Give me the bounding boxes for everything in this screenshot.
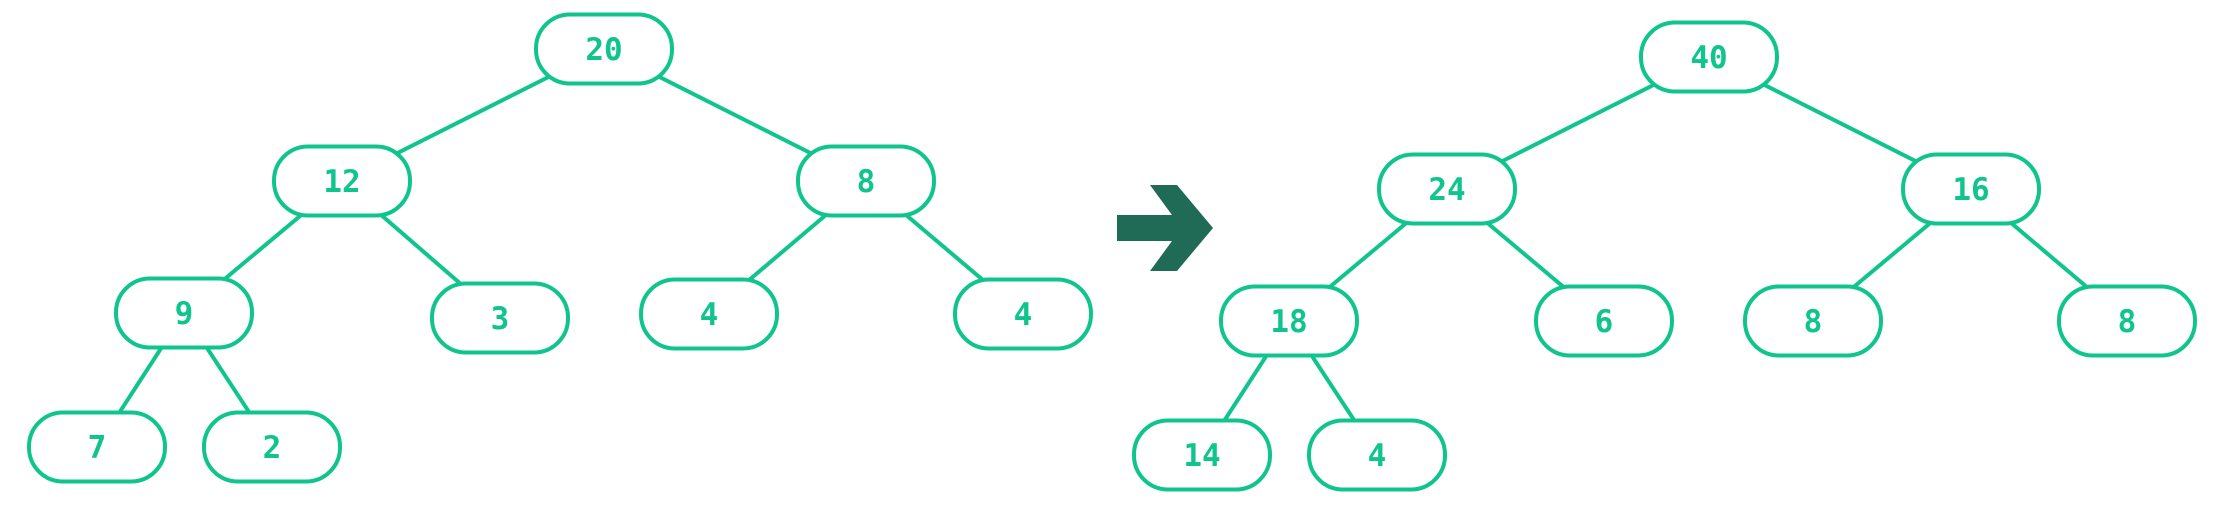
node-value: 4 bbox=[1368, 438, 1387, 474]
tree-node: 8 bbox=[1743, 284, 1883, 358]
tree-node: 40 bbox=[1639, 20, 1779, 94]
node-box bbox=[1132, 418, 1272, 492]
tree-node: 20 bbox=[534, 12, 674, 86]
node-box bbox=[430, 281, 570, 355]
tree-node: 16 bbox=[1901, 152, 2041, 226]
node-value: 3 bbox=[491, 301, 510, 337]
tree-node: 14 bbox=[1132, 418, 1272, 492]
node-value: 2 bbox=[263, 430, 282, 466]
node-box bbox=[1307, 418, 1447, 492]
tree-node: 12 bbox=[272, 144, 412, 218]
tree-node: 18 bbox=[1219, 284, 1359, 358]
node-value: 16 bbox=[1952, 172, 1989, 208]
tree-node: 7 bbox=[27, 410, 167, 484]
node-value: 7 bbox=[88, 430, 107, 466]
node-value: 4 bbox=[1014, 297, 1033, 333]
node-value: 14 bbox=[1183, 438, 1220, 474]
node-box bbox=[202, 410, 342, 484]
node-box bbox=[534, 12, 674, 86]
tree-node: 4 bbox=[1307, 418, 1447, 492]
tree-node: 8 bbox=[796, 144, 936, 218]
node-value: 4 bbox=[700, 297, 719, 333]
node-box bbox=[1219, 284, 1359, 358]
node-value: 8 bbox=[2118, 304, 2137, 340]
node-box bbox=[1639, 20, 1779, 94]
node-value: 24 bbox=[1428, 172, 1465, 208]
node-value: 40 bbox=[1690, 40, 1727, 76]
node-box bbox=[1743, 284, 1883, 358]
tree-node: 6 bbox=[1534, 284, 1674, 358]
right-arrow-icon bbox=[1117, 185, 1213, 271]
node-value: 8 bbox=[1804, 304, 1823, 340]
node-box bbox=[953, 277, 1093, 351]
edges-layer bbox=[95, 47, 2129, 457]
node-box bbox=[272, 144, 412, 218]
node-box bbox=[27, 410, 167, 484]
node-box bbox=[1377, 152, 1517, 226]
nodes-layer: 20 12 8 9 3 4 4 7 2 40 24 16 18 6 8 8 14 4 bbox=[27, 12, 2197, 492]
node-value: 20 bbox=[585, 32, 622, 68]
node-value: 6 bbox=[1595, 304, 1614, 340]
tree-node: 3 bbox=[430, 281, 570, 355]
tree-node: 4 bbox=[639, 277, 779, 351]
node-value: 18 bbox=[1270, 304, 1307, 340]
tree-node: 24 bbox=[1377, 152, 1517, 226]
tree-node: 9 bbox=[114, 276, 254, 350]
node-box bbox=[114, 276, 254, 350]
node-box bbox=[2057, 284, 2197, 358]
node-value: 9 bbox=[175, 296, 194, 332]
node-value: 12 bbox=[323, 164, 360, 200]
node-box bbox=[796, 144, 936, 218]
tree-node: 4 bbox=[953, 277, 1093, 351]
tree-node: 8 bbox=[2057, 284, 2197, 358]
node-box bbox=[1534, 284, 1674, 358]
node-value: 8 bbox=[857, 164, 876, 200]
node-box bbox=[639, 277, 779, 351]
node-box bbox=[1901, 152, 2041, 226]
tree-node: 2 bbox=[202, 410, 342, 484]
